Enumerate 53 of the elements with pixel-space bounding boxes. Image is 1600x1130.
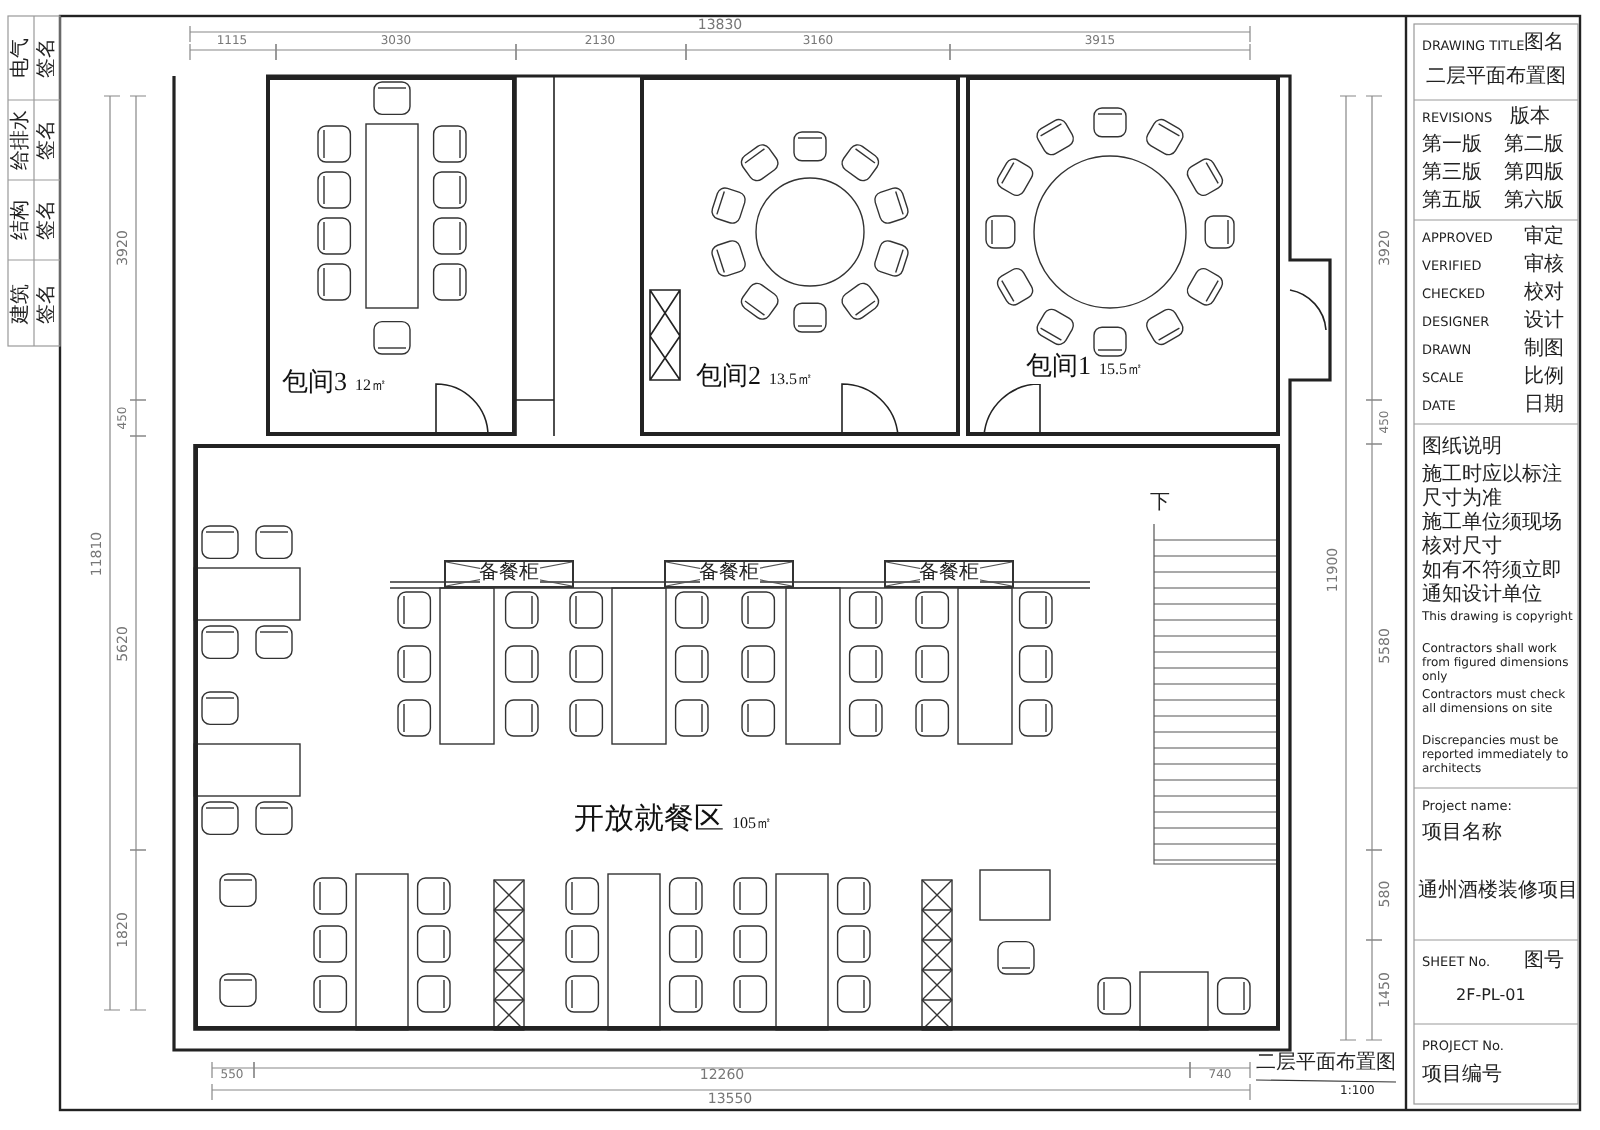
field-label: 第四版 [1504,164,1564,184]
room-outline [194,444,1280,1030]
field-value: 项目编号 [1422,1066,1502,1086]
area-label: 12㎡ [355,374,387,396]
note-text: 施工单位须现场核对尺寸 [1422,512,1564,558]
area-label: 15.5㎡ [1099,358,1143,380]
field-label: 第六版 [1504,192,1564,212]
field-label: 第五版 [1422,192,1482,212]
area-label: 105㎡ [732,812,772,834]
table-text: 建筑 [11,284,31,324]
cabinet-label: 备餐柜 [699,564,759,584]
field-label: 审定 [1524,228,1564,248]
table-text: 签名 [37,200,57,240]
project-title: 通州酒楼装修项目 [1418,880,1578,903]
room-name: 包间1 [1026,348,1091,384]
table-text: 签名 [37,284,57,324]
note-heading: 图纸说明 [1422,436,1504,459]
note-text: 施工时应以标注尺寸为准 [1422,464,1564,510]
cabinet-label: 备餐柜 [479,564,539,584]
stair-direction-label: 下 [1150,494,1170,514]
cabinet-box [664,560,794,588]
field-label: 图名 [1524,34,1564,54]
table-text: 给排水 [11,110,31,170]
field-label: 校对 [1524,284,1564,304]
table-text: 签名 [37,38,57,78]
table-text: 签名 [37,120,57,160]
room-outline [640,76,960,436]
cabinet-box [884,560,1014,588]
cabinet-box [444,560,574,588]
drawing-caption: 二层平面布置图 [1256,1054,1396,1074]
room-outline [966,76,1280,436]
area-label: 13.5㎡ [769,368,813,390]
field-value: 项目名称 [1422,824,1502,844]
field-label: 制图 [1524,340,1564,360]
field-label: 第二版 [1504,136,1564,156]
cabinet-label: 备餐柜 [919,564,979,584]
field-label: 设计 [1524,312,1564,332]
field-label: 版本 [1510,108,1550,128]
drawing-title: 二层平面布置图 [1426,68,1566,88]
note-text: 如有不符须立即通知设计单位 [1422,560,1564,606]
table-text: 结构 [11,200,31,240]
room-outline [266,76,516,436]
field-label: 第一版 [1422,136,1482,156]
field-label: 审核 [1524,256,1564,276]
field-label: 比例 [1524,368,1564,388]
sheet-number: 2F-PL-01 [1456,988,1526,1004]
field-label: 图号 [1524,952,1564,972]
room-name: 开放就餐区 [574,800,724,838]
room-name: 包间2 [696,358,761,394]
table-text: 电气 [11,38,31,78]
field-label: 第三版 [1422,164,1482,184]
field-label: 日期 [1524,396,1564,416]
room-name: 包间3 [282,364,347,400]
